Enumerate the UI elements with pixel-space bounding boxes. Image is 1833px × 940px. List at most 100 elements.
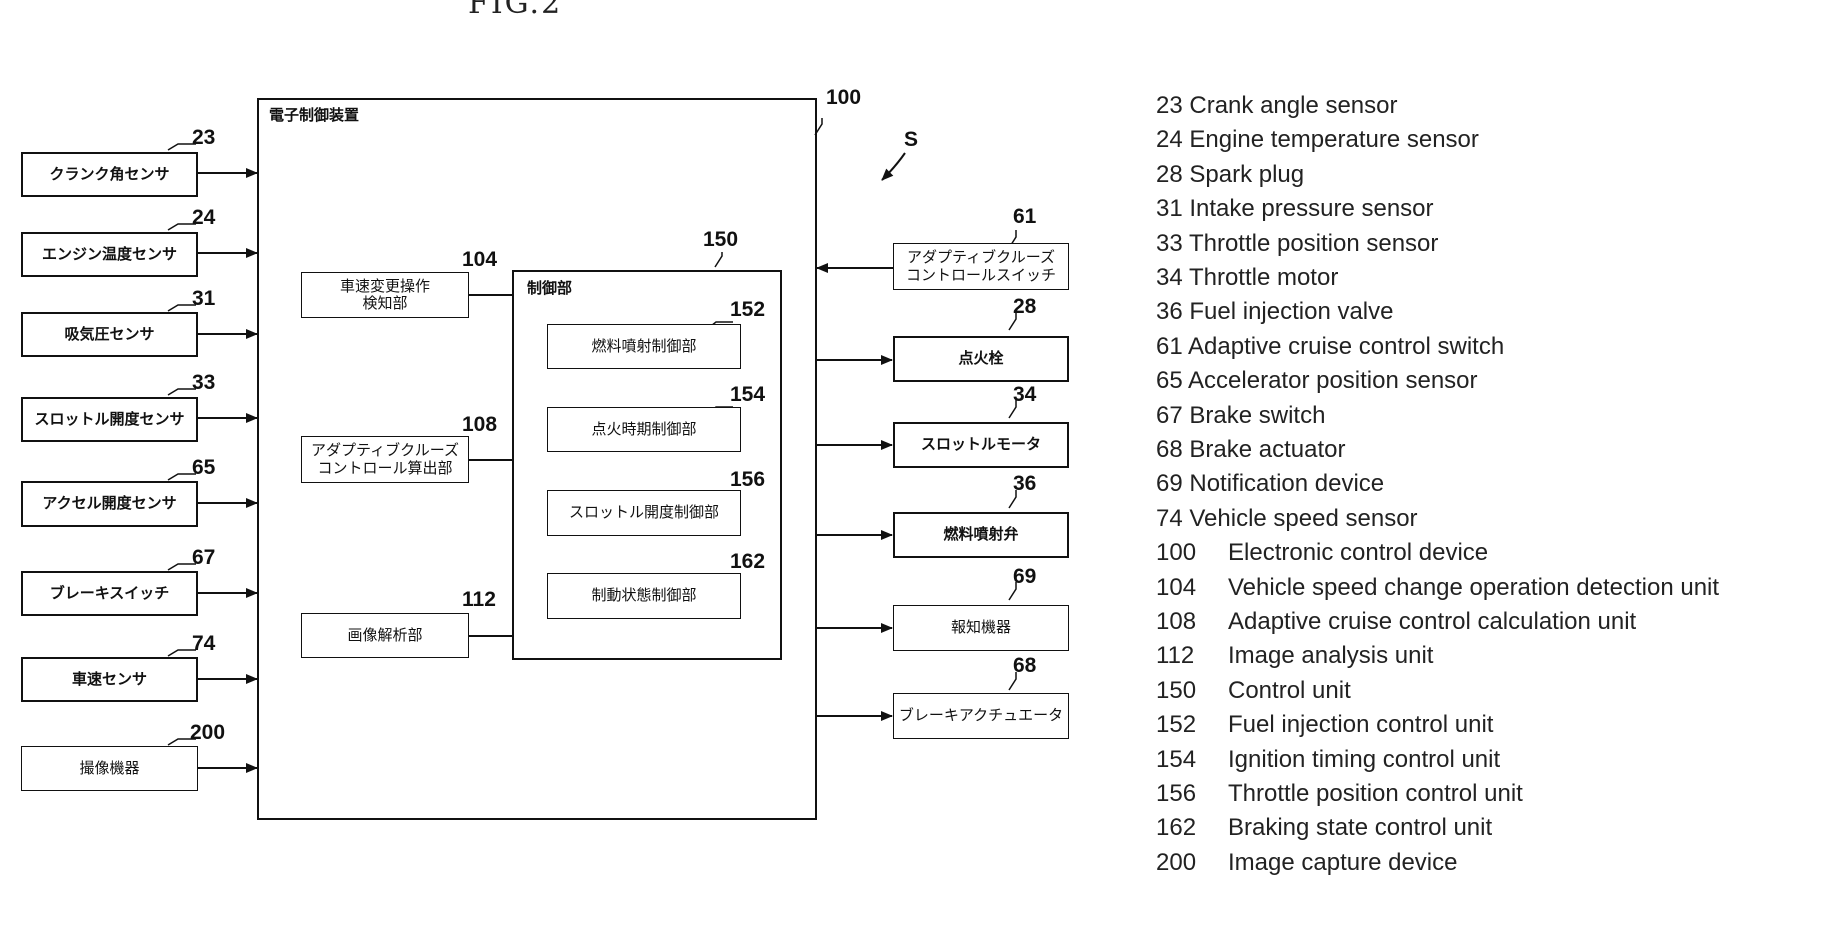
subunit-box-throttle-position-control: スロットル開度制御部 bbox=[547, 490, 741, 536]
acc-switch-line1: アダプティブクルーズ bbox=[907, 249, 1055, 266]
input-label: クランク角センサ bbox=[49, 166, 169, 183]
input-box-vehicle-speed-sensor: 車速センサ bbox=[21, 657, 198, 702]
legend-text: Brake switch bbox=[1189, 402, 1325, 429]
unit-box-speed-change-detection: 車速変更操作 検知部 bbox=[301, 272, 469, 318]
legend-number: 33 bbox=[1156, 230, 1183, 257]
legend-number: 65 bbox=[1156, 367, 1183, 394]
input-label: 撮像機器 bbox=[79, 760, 139, 777]
legend-number: 36 bbox=[1156, 298, 1183, 325]
legend-number: 150 bbox=[1156, 677, 1196, 705]
subunit-label: 制動状態制御部 bbox=[591, 587, 696, 604]
unit-label-line1: 画像解析部 bbox=[347, 627, 422, 644]
input-box-accelerator-position-sensor: アクセル開度センサ bbox=[21, 481, 198, 527]
subunit-ref: 154 bbox=[730, 383, 765, 407]
output-box-throttle-motor: スロットルモータ bbox=[893, 422, 1069, 468]
legend-number: 31 bbox=[1156, 195, 1183, 222]
legend-text: Fuel injection valve bbox=[1189, 298, 1393, 325]
legend-number: 61 bbox=[1156, 333, 1183, 360]
ecu-title: 電子制御装置 bbox=[269, 104, 359, 125]
control-unit-title: 制御部 bbox=[527, 277, 572, 298]
output-box-fuel-injection-valve: 燃料噴射弁 bbox=[893, 512, 1069, 558]
input-ref: 65 bbox=[192, 456, 215, 480]
legend-text: Vehicle speed sensor bbox=[1189, 505, 1417, 532]
input-label: ブレーキスイッチ bbox=[50, 585, 170, 602]
legend-number: 67 bbox=[1156, 402, 1183, 429]
acc-switch-box: アダプティブクルーズ コントロールスイッチ bbox=[893, 243, 1069, 290]
input-box-throttle-position-sensor: スロットル開度センサ bbox=[21, 397, 198, 442]
acc-switch-ref: 61 bbox=[1013, 205, 1036, 229]
legend-text: Image capture device bbox=[1228, 849, 1457, 877]
subunit-label: スロットル開度制御部 bbox=[569, 504, 719, 521]
subunit-ref: 162 bbox=[730, 550, 765, 574]
unit-label-line1: アダプティブクルーズ bbox=[311, 442, 459, 459]
system-ref: S bbox=[904, 128, 918, 152]
output-label: ブレーキアクチュエータ bbox=[899, 707, 1063, 724]
legend-text: Electronic control device bbox=[1228, 539, 1488, 567]
output-ref: 36 bbox=[1013, 472, 1036, 496]
legend-text: Throttle motor bbox=[1189, 264, 1338, 291]
output-ref: 69 bbox=[1013, 565, 1036, 589]
subunit-ref: 156 bbox=[730, 468, 765, 492]
input-label: スロットル開度センサ bbox=[34, 411, 184, 428]
legend-number: 28 bbox=[1156, 161, 1183, 188]
legend-number: 156 bbox=[1156, 780, 1196, 808]
input-label: アクセル開度センサ bbox=[42, 495, 176, 512]
legend-text: Vehicle speed change operation detection… bbox=[1228, 574, 1719, 602]
input-box-image-capture-device: 撮像機器 bbox=[21, 746, 198, 791]
legend-text: Ignition timing control unit bbox=[1228, 746, 1500, 774]
output-ref: 34 bbox=[1013, 383, 1036, 407]
legend-text: Intake pressure sensor bbox=[1189, 195, 1433, 222]
legend-text: Engine temperature sensor bbox=[1189, 126, 1479, 153]
legend-number: 112 bbox=[1156, 642, 1194, 670]
input-box-intake-pressure-sensor: 吸気圧センサ bbox=[21, 312, 198, 357]
legend-text: Notification device bbox=[1189, 470, 1384, 497]
legend-number: 154 bbox=[1156, 746, 1196, 774]
legend-text: Fuel injection control unit bbox=[1228, 711, 1493, 739]
unit-box-acc-calculation: アダプティブクルーズ コントロール算出部 bbox=[301, 436, 469, 483]
output-label: 燃料噴射弁 bbox=[943, 526, 1018, 543]
output-box-spark-plug: 点火栓 bbox=[893, 336, 1069, 382]
acc-switch-line2: コントロールスイッチ bbox=[906, 267, 1056, 284]
legend-text: Image analysis unit bbox=[1228, 642, 1433, 670]
legend-number: 152 bbox=[1156, 711, 1196, 739]
subunit-box-ignition-timing-control: 点火時期制御部 bbox=[547, 407, 741, 452]
input-box-crank-angle-sensor: クランク角センサ bbox=[21, 152, 198, 197]
legend-number: 23 bbox=[1156, 92, 1183, 119]
input-ref: 74 bbox=[192, 632, 215, 656]
output-label: 点火栓 bbox=[958, 350, 1003, 367]
subunit-box-braking-state-control: 制動状態制御部 bbox=[547, 573, 741, 619]
control-unit-ref: 150 bbox=[703, 228, 738, 252]
subunit-label: 燃料噴射制御部 bbox=[591, 338, 696, 355]
unit-box-image-analysis: 画像解析部 bbox=[301, 613, 469, 658]
input-box-brake-switch: ブレーキスイッチ bbox=[21, 571, 198, 616]
legend-number: 162 bbox=[1156, 814, 1196, 842]
legend-text: Throttle position sensor bbox=[1189, 230, 1438, 257]
unit-ref: 112 bbox=[462, 588, 496, 612]
legend-text: Brake actuator bbox=[1189, 436, 1345, 463]
legend-text: Spark plug bbox=[1189, 161, 1304, 188]
input-box-engine-temperature-sensor: エンジン温度センサ bbox=[21, 232, 198, 277]
legend-number: 74 bbox=[1156, 505, 1183, 532]
legend-text: Adaptive cruise control calculation unit bbox=[1228, 608, 1636, 636]
legend-text: Braking state control unit bbox=[1228, 814, 1492, 842]
legend-number: 34 bbox=[1156, 264, 1183, 291]
input-label: 車速センサ bbox=[72, 671, 147, 688]
output-ref: 28 bbox=[1013, 295, 1036, 319]
input-ref: 200 bbox=[190, 721, 225, 745]
output-label: スロットルモータ bbox=[921, 436, 1041, 453]
output-box-brake-actuator: ブレーキアクチュエータ bbox=[893, 693, 1069, 739]
unit-label-line2: 検知部 bbox=[362, 295, 407, 312]
output-ref: 68 bbox=[1013, 654, 1036, 678]
legend-text: Adaptive cruise control switch bbox=[1188, 333, 1504, 360]
input-label: エンジン温度センサ bbox=[42, 246, 177, 263]
unit-ref: 104 bbox=[462, 248, 497, 272]
legend-number: 108 bbox=[1156, 608, 1196, 636]
output-label: 報知機器 bbox=[951, 619, 1011, 636]
subunit-ref: 152 bbox=[730, 298, 765, 322]
output-box-notification-device: 報知機器 bbox=[893, 605, 1069, 651]
input-label: 吸気圧センサ bbox=[64, 326, 154, 343]
unit-label-line2: コントロール算出部 bbox=[317, 460, 452, 477]
input-ref: 67 bbox=[192, 546, 215, 570]
s-pointer bbox=[882, 153, 905, 180]
